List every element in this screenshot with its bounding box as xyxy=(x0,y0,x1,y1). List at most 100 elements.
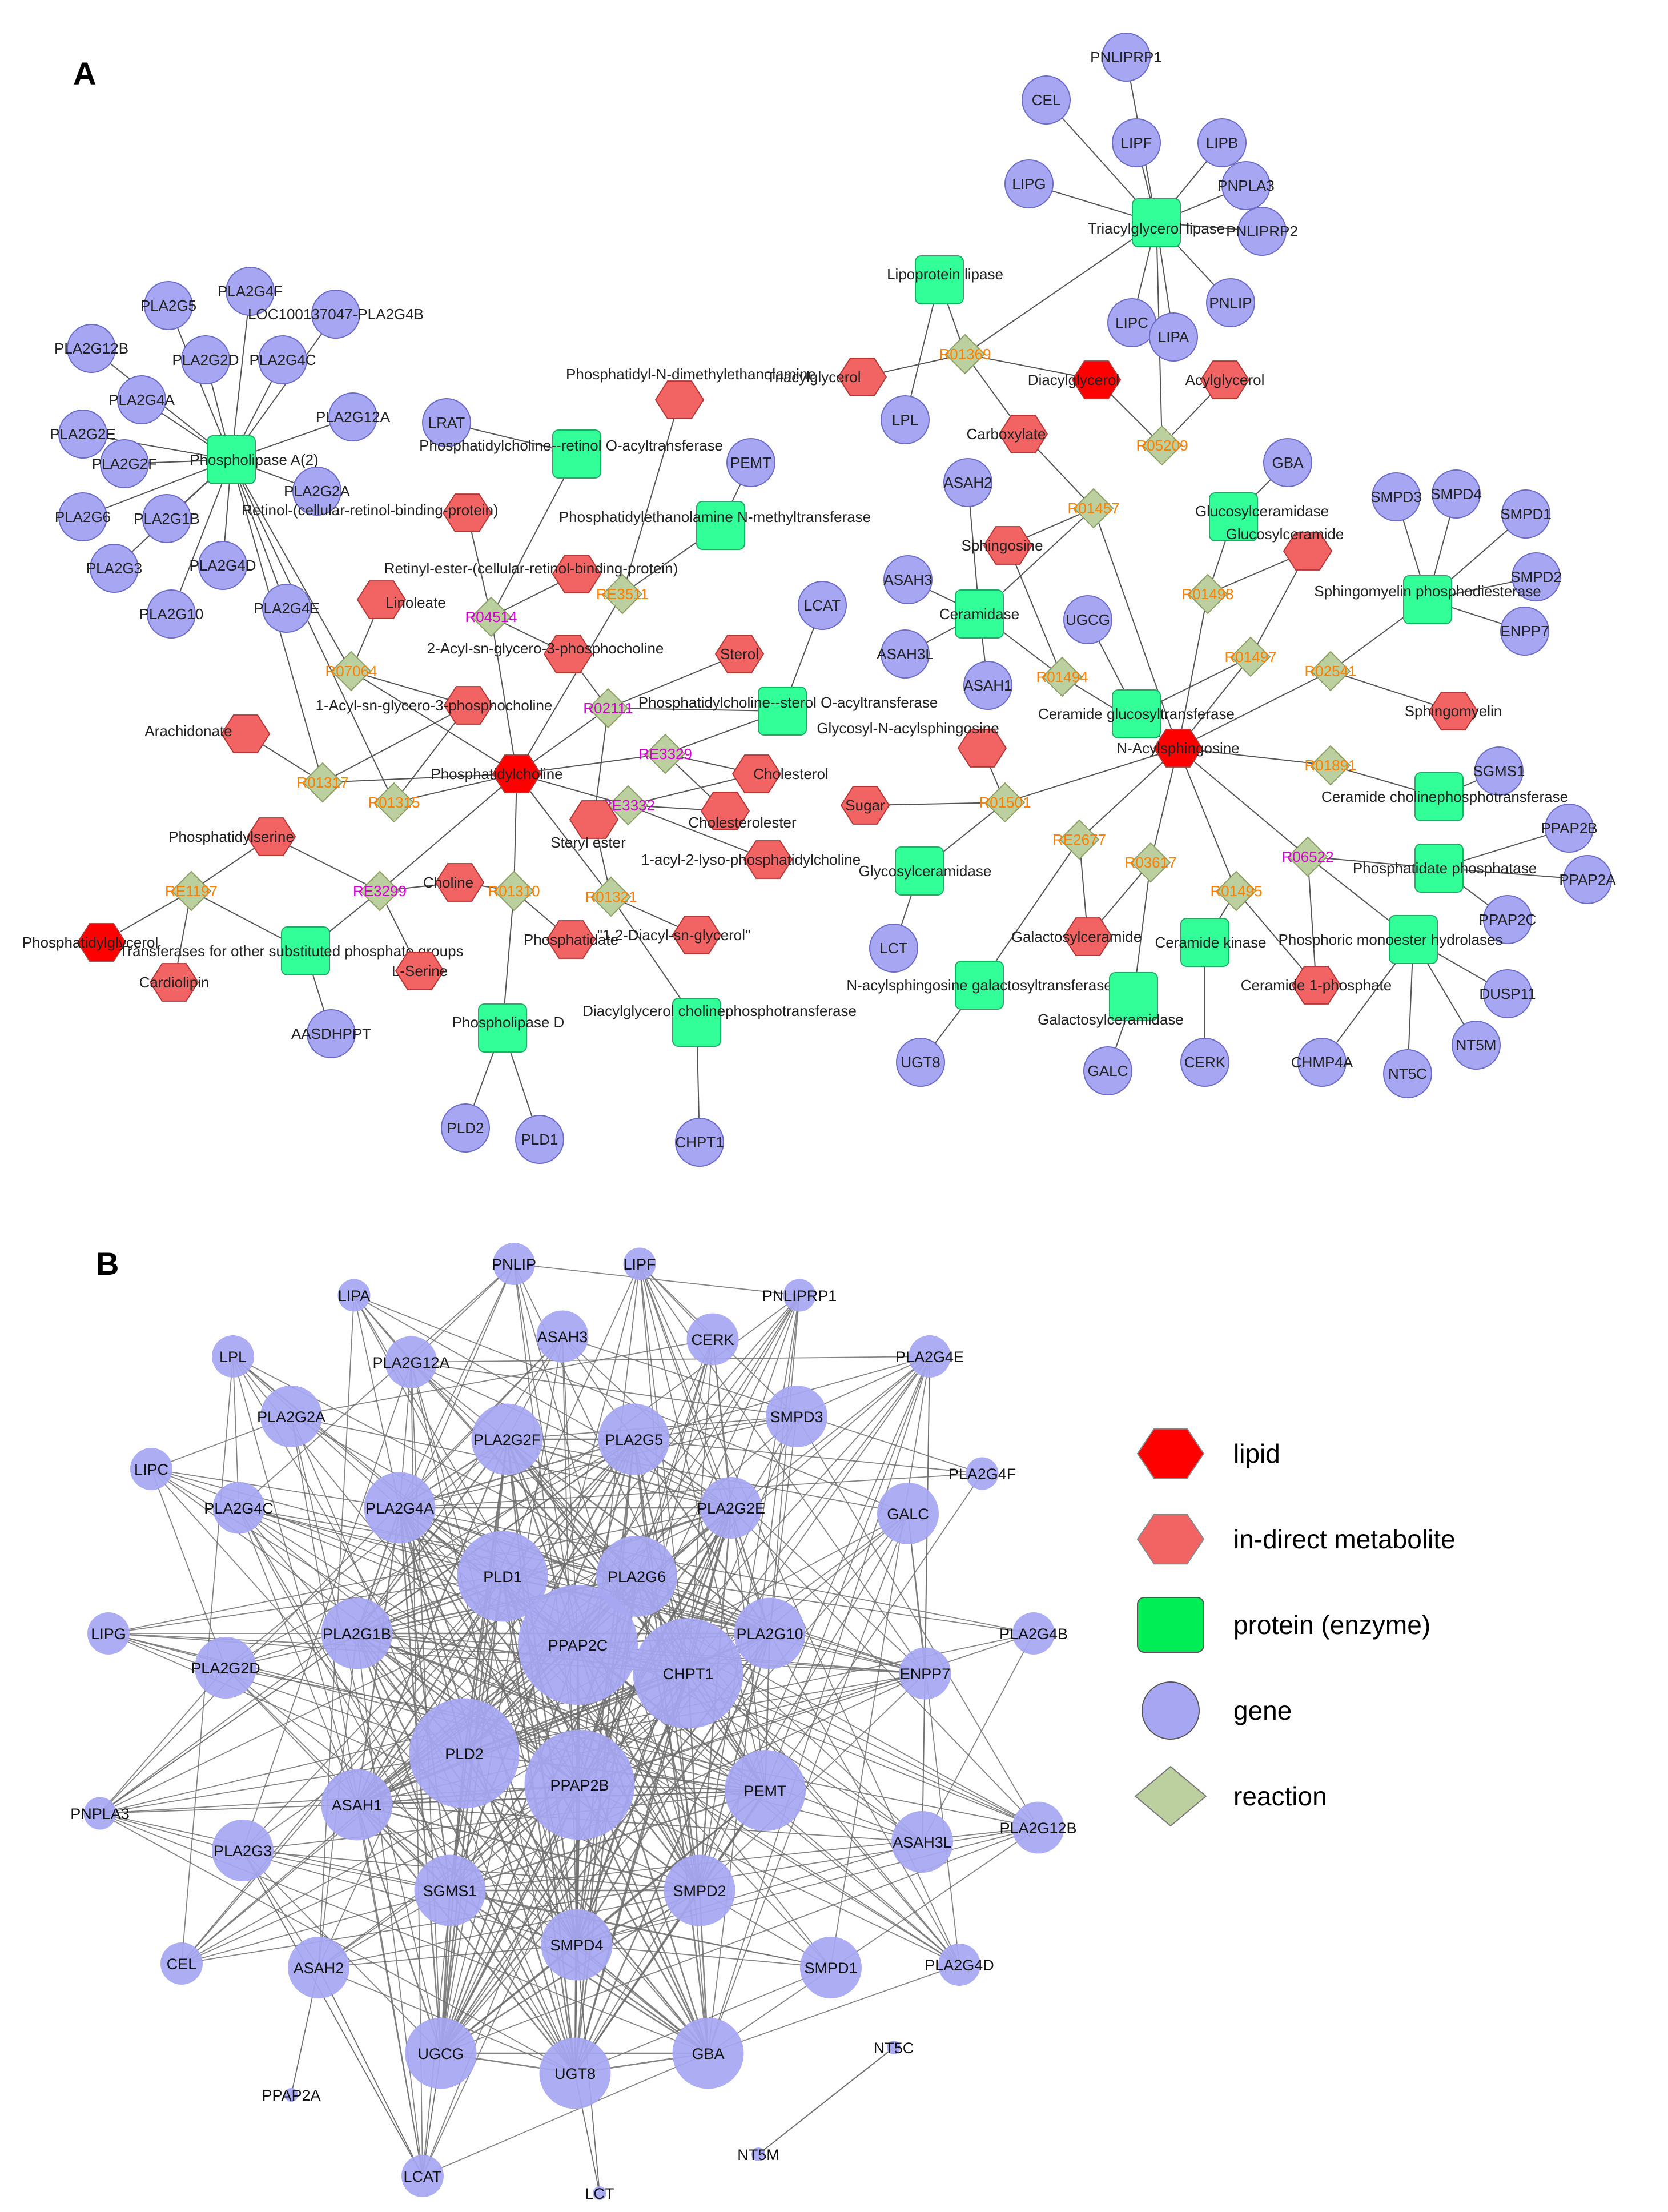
edge-b-ASAH2-LIPF xyxy=(318,1263,640,1968)
edge-b-GALC-UGCG xyxy=(440,1513,909,2054)
edge-b-PPAP2C-UGCG xyxy=(440,1644,579,2054)
protein-node-shape xyxy=(758,687,807,736)
gene-node-shape xyxy=(405,2017,477,2089)
protein-node-shape xyxy=(207,435,256,484)
edge-a-RE3332-lysopc xyxy=(628,805,769,860)
legend-label: in-direct metabolite xyxy=(1233,1524,1456,1554)
gene-node-shape xyxy=(783,1279,816,1312)
gene-node-shape xyxy=(90,544,139,593)
edge-b-PLA2G2D-PLA2G5 xyxy=(225,1439,634,1668)
node-b-pla2g2f: PLA2G2F xyxy=(471,1403,543,1475)
node-a-asah3l: ASAH3L xyxy=(877,629,934,679)
node-a-sphingosine: Sphingosine xyxy=(961,526,1043,565)
node-b-label: NT5C xyxy=(874,2040,914,2057)
protein-node-shape xyxy=(1209,492,1258,541)
legend-label: gene xyxy=(1233,1696,1292,1725)
edge-b-ASAH3L-PLA2G4B xyxy=(922,1633,1034,1842)
node-a-dusp11: DUSP11 xyxy=(1479,969,1536,1018)
node-a-cerk: CERK xyxy=(1180,1038,1229,1087)
node-a-lipf: LIPF xyxy=(1112,118,1161,167)
node-a-label: SGMS1 xyxy=(1473,762,1525,780)
node-a-label: Phosphatidylethanolamine N-methyltransfe… xyxy=(559,508,871,525)
metabolite-node-shape xyxy=(220,714,271,753)
node-a-label: R02111 xyxy=(583,700,633,717)
gene-node-shape xyxy=(881,629,930,679)
metabolite-node-shape xyxy=(546,920,596,959)
lipid-node-shape xyxy=(77,923,127,962)
metabolite-node-shape xyxy=(246,817,296,856)
gene-node-shape xyxy=(1012,1612,1055,1655)
node-a-r01317: R01317 xyxy=(296,762,349,803)
node-a-label: ASAH2 xyxy=(943,474,992,491)
gene-node-shape xyxy=(726,438,775,487)
node-a-rcrbp: Retinol-(cellular-retinol-binding-protei… xyxy=(242,493,499,532)
legend-lipid-icon xyxy=(1136,1428,1205,1479)
edge-b-GALC-PLA2G2F xyxy=(507,1439,909,1514)
node-b-asah3: ASAH3 xyxy=(536,1310,589,1363)
node-b-pla2g4a: PLA2G4A xyxy=(364,1472,436,1544)
node-a-label: Linoleate xyxy=(385,594,446,611)
gene-node-shape xyxy=(518,1585,638,1705)
node-a-label: PLA2G2F xyxy=(92,455,157,472)
node-a-pemt: Phosphatidylethanolamine N-methyltransfe… xyxy=(559,501,871,550)
gene-node-shape xyxy=(83,1797,116,1830)
edge-b-GBA-PLA2G12B xyxy=(708,1827,1039,2054)
reaction-node-shape xyxy=(1216,870,1257,912)
node-b-pnliprp1: PNLIPRP1 xyxy=(762,1279,837,1312)
node-a-r04514: R04514 xyxy=(465,596,517,637)
node-a-label: Retinol-(cellular-retinol-binding-protei… xyxy=(242,501,498,519)
node-a-label: Triacylglycerol xyxy=(766,368,861,386)
node-a-pnliprp2: PNLIPRP2 xyxy=(1226,207,1298,256)
gene-node-shape xyxy=(284,2088,298,2102)
node-a-label: Phosphatidate phosphatase xyxy=(1353,860,1537,877)
node-a-pla2g4e: PLA2G4E xyxy=(254,584,320,633)
reaction-node-shape xyxy=(1130,842,1171,883)
node-a-label: RE1197 xyxy=(165,882,218,900)
panel-label-a: A xyxy=(73,55,96,91)
node-b-galc: GALC xyxy=(877,1483,939,1544)
node-a-label: PLD2 xyxy=(447,1119,484,1137)
edge-b-NT5C-NT5M xyxy=(758,2047,894,2155)
gene-node-shape xyxy=(524,1729,635,1840)
node-a-pld2: PLD2 xyxy=(441,1103,490,1153)
reaction-node-shape xyxy=(373,782,415,823)
node-a-label: Triacylglycerol lipase xyxy=(1088,220,1225,237)
node-b-pemt: PEMT xyxy=(725,1750,806,1831)
node-a-pnde: Phosphatidyl-N-dimethylethanolamine xyxy=(566,366,816,419)
edge-a-R04514-pc xyxy=(491,616,517,774)
node-a-label: Ceramide glucosyltransferase xyxy=(1038,705,1235,722)
node-a-label: Ceramidase xyxy=(939,605,1019,623)
node-a-label: SMPD4 xyxy=(1430,485,1482,503)
gene-node-shape xyxy=(1483,895,1532,944)
node-a-label: PNLIPRP2 xyxy=(1226,223,1298,240)
node-a-lpl: Lipoprotein lipase xyxy=(887,255,1003,304)
reaction-node-shape xyxy=(590,876,632,917)
edge-b-ASAH1-PLA2G2F xyxy=(356,1439,508,1805)
node-a-label: ASAH3 xyxy=(883,571,932,588)
legend-protein-icon xyxy=(1137,1597,1204,1653)
node-b-label: PPAP2B xyxy=(550,1777,609,1794)
node-a-re1197: RE1197 xyxy=(165,870,218,912)
gene-node-shape xyxy=(664,1854,735,1926)
node-a-label: PEMT xyxy=(730,454,771,471)
node-a-label: Phosphatidylcholine--retinol O-acyltrans… xyxy=(419,437,723,454)
node-b-pla2g2d: PLA2G2D xyxy=(191,1637,260,1699)
node-a-recrbp: Retinyl-ester-(cellular-retinol-binding-… xyxy=(384,555,678,593)
gene-node-shape xyxy=(471,1403,543,1475)
gene-node-shape xyxy=(262,584,311,633)
node-a-label: PLA2G6 xyxy=(55,508,111,525)
gene-node-shape xyxy=(938,1944,980,1986)
node-a-acylg: Acylglycerol xyxy=(1185,360,1264,399)
edge-b-LIPC-PLA2G4A xyxy=(151,1468,400,1508)
node-b-label: PLA2G2D xyxy=(191,1660,260,1677)
edge-a-R02541-nas xyxy=(1177,671,1331,749)
gene-node-shape xyxy=(1263,438,1312,487)
edge-b-ASAH1-ASAH3L xyxy=(356,1804,923,1842)
node-a-label: NT5C xyxy=(1388,1065,1427,1082)
metabolite-node-shape xyxy=(1291,966,1341,1005)
reaction-node-shape xyxy=(588,688,629,729)
gene-node-shape xyxy=(887,2041,901,2054)
node-a-lpl: LPL xyxy=(881,395,930,444)
